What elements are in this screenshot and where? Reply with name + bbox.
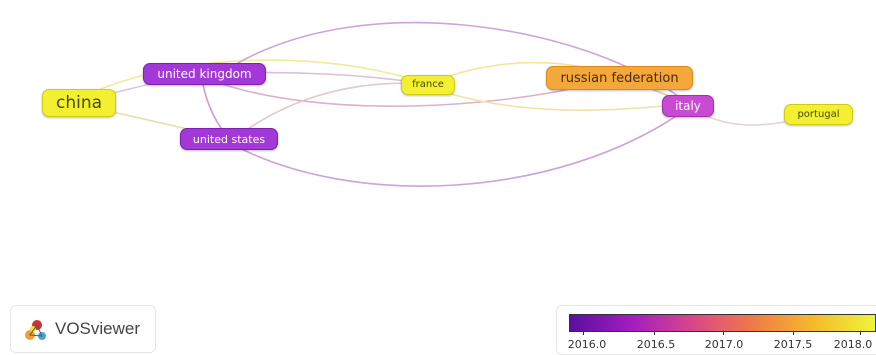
edge-france-italy xyxy=(425,85,689,111)
color-scale-bar xyxy=(569,314,876,332)
vosviewer-logo-icon xyxy=(25,320,46,340)
node-china[interactable]: china xyxy=(42,89,116,117)
node-italy[interactable]: italy xyxy=(662,95,714,117)
vosviewer-logo-text: VOSviewer xyxy=(55,319,141,338)
legend-tick-label: 2017.5 xyxy=(773,338,813,351)
edge-uk-italy xyxy=(219,21,689,105)
legend-tick-label: 2018.0 xyxy=(833,338,873,351)
tick-mark xyxy=(723,331,724,335)
tick-mark xyxy=(583,331,584,335)
legend-tick-label: 2016.5 xyxy=(636,338,676,351)
node-united-states[interactable]: united states xyxy=(180,128,278,150)
edge-us-italy xyxy=(227,107,689,187)
legend-tick-label: 2016.0 xyxy=(567,338,607,351)
tick-mark xyxy=(654,331,655,335)
edge-china-france xyxy=(79,59,427,99)
tick-mark xyxy=(793,331,794,335)
legend-tick-label: 2017.0 xyxy=(704,338,744,351)
tick-mark xyxy=(860,331,861,335)
node-portugal[interactable]: portugal xyxy=(784,104,853,125)
overlay-color-legend: 2016.0 2016.5 2017.0 2017.5 2018.0 xyxy=(556,305,876,355)
node-russian-federation[interactable]: russian federation xyxy=(546,66,693,90)
vosviewer-logo: VOSviewer xyxy=(10,305,156,353)
node-united-kingdom[interactable]: united kingdom xyxy=(143,63,266,85)
node-france[interactable]: france xyxy=(401,75,455,95)
